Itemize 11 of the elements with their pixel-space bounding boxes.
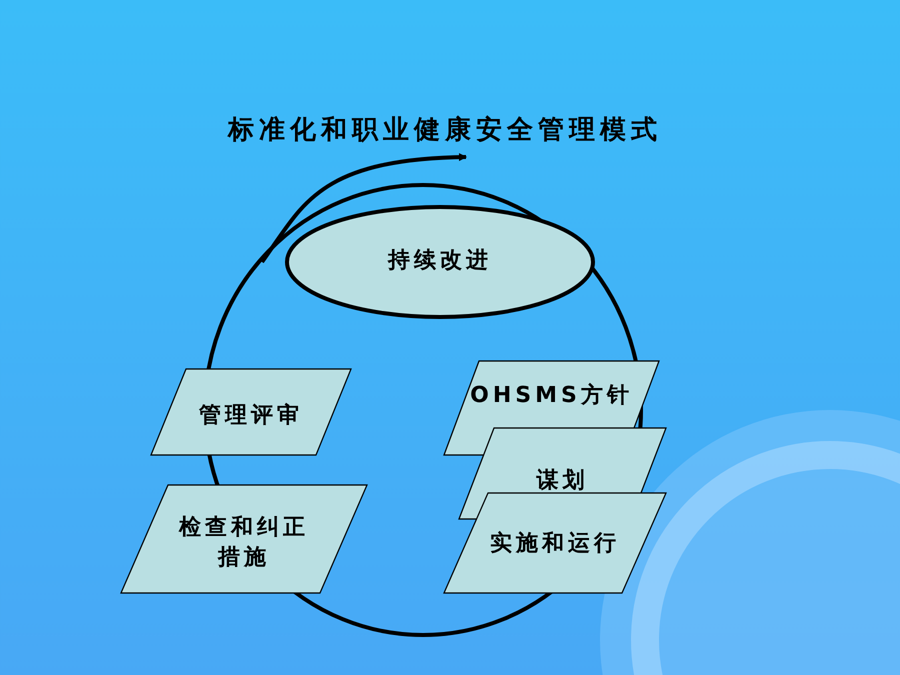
parallelogram-box bbox=[150, 368, 352, 456]
title: 标准化和职业健康安全管理模式 bbox=[226, 114, 663, 147]
node-label: 管理评审 bbox=[198, 402, 304, 430]
node-label: 谋划 bbox=[535, 467, 590, 495]
node-label: 持续改进 bbox=[386, 247, 493, 275]
parallelogram-box bbox=[120, 484, 368, 594]
node-label: 检查和纠正措施 bbox=[178, 514, 310, 572]
node-label: 实施和运行 bbox=[489, 530, 621, 558]
node-label: OHSMS方针 bbox=[469, 382, 634, 410]
ellipse-node bbox=[285, 205, 595, 319]
parallelogram-box bbox=[443, 492, 667, 594]
